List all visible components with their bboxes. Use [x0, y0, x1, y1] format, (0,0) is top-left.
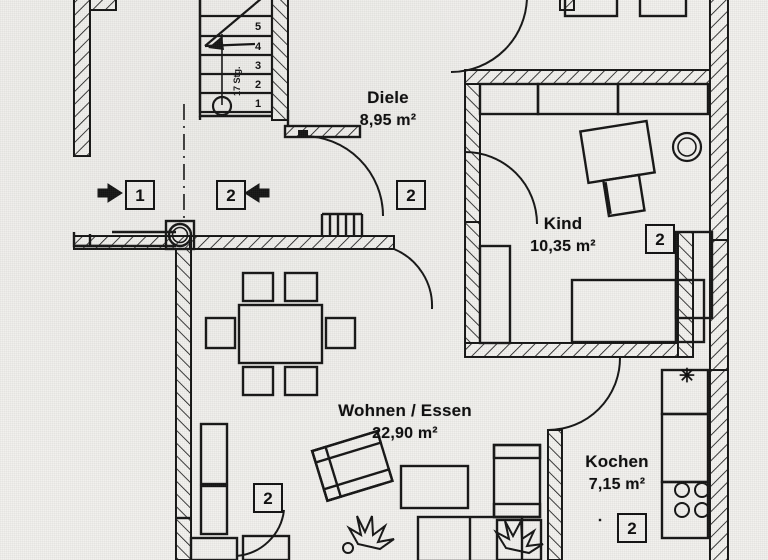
marker-diele-2[interactable]: 2	[396, 180, 426, 210]
door-leaves	[298, 130, 364, 236]
round-column	[164, 219, 196, 251]
cooktop	[674, 482, 710, 518]
marker-door-1[interactable]: 1	[125, 180, 155, 210]
marker-arrows	[97, 183, 270, 203]
room-area-kochen: 7,15 m²	[588, 476, 646, 493]
staircase	[198, 0, 274, 117]
room-area-diele: 8,95 m²	[359, 112, 417, 129]
stair-step-4: 4	[255, 41, 262, 53]
room-label-diele: Diele 8,95 m²	[360, 88, 417, 130]
desk-chair	[578, 119, 657, 218]
marker-kind-2[interactable]: 2	[645, 224, 675, 254]
bottom-left-detail	[176, 516, 239, 560]
stair-step-2: 2	[255, 79, 262, 91]
room-label-kind: Kind 10,35 m²	[530, 214, 596, 256]
sofa	[492, 443, 543, 560]
room-name-wohnen-essen: Wohnen / Essen	[338, 401, 472, 420]
stair-step-3: 3	[255, 60, 262, 72]
marker-kochen-2[interactable]: 2	[617, 513, 647, 543]
plant-a	[342, 515, 395, 554]
coffee-table	[399, 464, 470, 510]
room-label-kochen: Kochen 7,15 m²	[585, 452, 649, 494]
door-arcs	[235, 0, 621, 557]
shelf-left	[199, 422, 291, 560]
room-area-kind: 10,35 m²	[530, 238, 596, 255]
refrigerator-icon: ✳	[679, 366, 696, 387]
room-name-kind: Kind	[543, 214, 583, 233]
marker-door-2[interactable]: 2	[216, 180, 246, 210]
bed-kind	[570, 278, 706, 344]
armchair	[310, 429, 394, 503]
wall-group-exterior	[73, 0, 729, 560]
marker-wohnen-2[interactable]: 2	[253, 483, 283, 513]
room-area-wohnen-essen: 22,90 m²	[372, 425, 438, 442]
dining-table	[204, 271, 357, 397]
room-label-wohnen-essen: Wohnen / Essen 22,90 m²	[338, 401, 472, 443]
opening-left	[74, 234, 112, 248]
stair-step-5: 5	[255, 21, 262, 33]
round-stool	[671, 131, 703, 163]
stair-step-1: 1	[255, 98, 262, 110]
room-name-kochen: Kochen	[585, 452, 649, 471]
plant-b	[493, 517, 544, 555]
stair-direction-text: 17 Stg.	[232, 66, 242, 96]
room-name-diele: Diele	[367, 88, 409, 107]
